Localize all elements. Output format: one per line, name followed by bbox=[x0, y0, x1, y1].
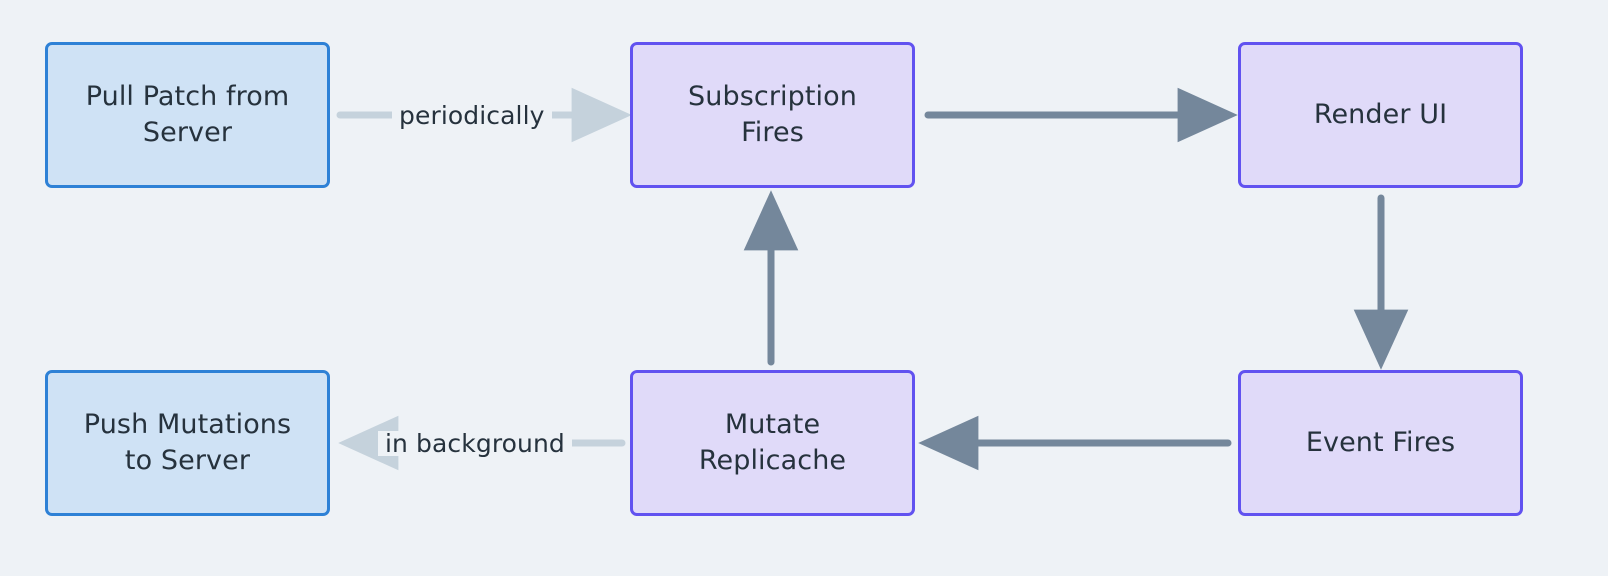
node-render-ui[interactable]: Render UI bbox=[1238, 42, 1523, 188]
node-pull-patch-from-server[interactable]: Pull Patch from Server bbox=[45, 42, 330, 188]
node-subscription-fires[interactable]: Subscription Fires bbox=[630, 42, 915, 188]
edge-label-periodically: periodically bbox=[392, 103, 552, 128]
node-push-mutations-to-server[interactable]: Push Mutations to Server bbox=[45, 370, 330, 516]
node-event-fires[interactable]: Event Fires bbox=[1238, 370, 1523, 516]
node-mutate-replicache[interactable]: Mutate Replicache bbox=[630, 370, 915, 516]
edge-label-in-background: in background bbox=[378, 431, 572, 456]
